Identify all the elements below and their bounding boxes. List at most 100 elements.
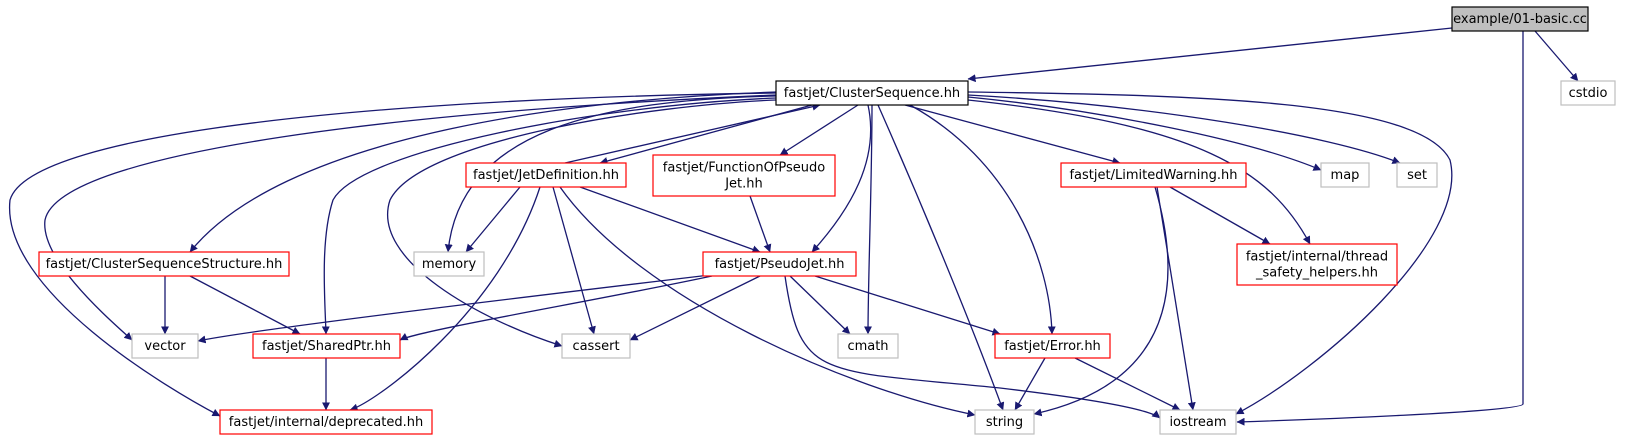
node-label: example/01-basic.cc <box>1453 12 1587 27</box>
edge-cs-to-thread <box>967 99 1311 245</box>
node-vector: vector <box>131 333 199 359</box>
node-label: memory <box>422 257 477 272</box>
edge-cs-to-pj <box>811 104 872 253</box>
edge-cs-to-funcpj <box>779 104 859 156</box>
edge-error-to-iostream <box>1074 357 1181 411</box>
edge-cs-to-set <box>967 94 1401 164</box>
node-root[interactable]: example/01-basic.cc <box>1451 6 1589 32</box>
node-box <box>994 333 1111 359</box>
edge-limwarn-to-iostream <box>1156 186 1196 411</box>
node-label: set <box>1407 168 1427 183</box>
edge-cs-to-map <box>967 96 1322 171</box>
node-box <box>775 80 969 106</box>
node-thread[interactable]: fastjet/internal/thread_safety_helpers.h… <box>1236 243 1398 286</box>
edge-pj-to-cassert <box>629 275 761 341</box>
node-set: set <box>1396 162 1438 188</box>
node-label: _safety_helpers.hh <box>1255 266 1378 281</box>
node-sptr[interactable]: fastjet/SharedPtr.hh <box>252 333 401 359</box>
edge-error-to-string <box>1014 357 1046 411</box>
node-label: vector <box>144 339 186 354</box>
node-iostream: iostream <box>1159 409 1237 435</box>
edge-pj-to-sptr <box>399 275 713 341</box>
node-label: fastjet/Error.hh <box>1004 339 1101 354</box>
node-box <box>1451 6 1589 32</box>
node-box <box>38 251 290 277</box>
node-box <box>1060 162 1247 188</box>
node-label: cstdio <box>1569 86 1608 101</box>
edge-cs-to-cmath <box>864 104 873 335</box>
node-box <box>702 251 857 277</box>
node-box <box>974 409 1035 435</box>
node-box <box>252 333 401 359</box>
node-box <box>465 162 627 188</box>
node-label: cmath <box>847 339 888 354</box>
node-pj[interactable]: fastjet/PseudoJet.hh <box>702 251 857 277</box>
node-cs[interactable]: fastjet/ClusterSequence.hh <box>775 80 969 106</box>
node-box <box>413 251 485 277</box>
edge-jetdef-to-cassert <box>552 186 596 335</box>
edge-root-to-iostream <box>1236 31 1524 426</box>
nodes-layer: example/01-basic.cc fastjet/ClusterSequen… <box>38 6 1616 435</box>
edge-root-to-cstdio <box>1534 30 1579 82</box>
edge-pj-to-vector <box>197 274 711 344</box>
edges-layer <box>9 27 1579 426</box>
node-box <box>1320 162 1370 188</box>
node-box <box>1236 243 1398 286</box>
node-label: fastjet/internal/deprecated.hh <box>229 415 423 430</box>
edge-cs-to-vector <box>44 94 777 341</box>
node-label: fastjet/ClusterSequenceStructure.hh <box>46 257 283 272</box>
node-box <box>219 409 433 435</box>
node-map: map <box>1320 162 1370 188</box>
edge-limwarn-to-thread <box>1169 186 1271 245</box>
edge-funcpj-to-pj <box>749 195 772 253</box>
node-memory: memory <box>413 251 485 277</box>
edge-jetdef-to-pj <box>579 186 761 254</box>
edge-cs-to-string <box>877 104 1005 411</box>
edge-cs-to-error <box>909 104 1056 335</box>
edge-cs-to-css <box>189 91 777 253</box>
node-depr[interactable]: fastjet/internal/deprecated.hh <box>219 409 433 435</box>
node-limwarn[interactable]: fastjet/LimitedWarning.hh <box>1060 162 1247 188</box>
node-label: map <box>1331 168 1360 183</box>
edge-css-to-sptr <box>189 275 301 335</box>
node-label: cassert <box>572 339 619 354</box>
edge-jetdef-to-depr <box>349 186 541 412</box>
node-label: iostream <box>1169 415 1226 430</box>
node-box <box>1560 80 1616 106</box>
node-label: string <box>986 415 1023 430</box>
node-label: Jet.hh <box>724 177 763 192</box>
edge-jetdef-to-memory <box>465 186 521 253</box>
node-box <box>561 333 631 359</box>
node-error[interactable]: fastjet/Error.hh <box>994 333 1111 359</box>
edge-cs-to-depr <box>9 92 777 417</box>
node-label: fastjet/ClusterSequence.hh <box>784 86 960 101</box>
edge-cs-to-sptr <box>321 97 777 335</box>
node-cassert: cassert <box>561 333 631 359</box>
edge-pj-to-error <box>814 275 1001 336</box>
node-label: fastjet/PseudoJet.hh <box>715 257 845 272</box>
node-jetdef[interactable]: fastjet/JetDefinition.hh <box>465 162 627 188</box>
node-cmath: cmath <box>837 333 899 359</box>
node-label: fastjet/JetDefinition.hh <box>473 168 619 183</box>
edge-cs-to-memory <box>444 95 777 253</box>
edge-cs-to-limwarn <box>904 104 1121 165</box>
node-label: fastjet/internal/thread <box>1246 250 1388 265</box>
node-label: fastjet/SharedPtr.hh <box>262 339 391 354</box>
node-box <box>1159 409 1237 435</box>
node-box <box>1396 162 1438 188</box>
node-box <box>131 333 199 359</box>
node-css[interactable]: fastjet/ClusterSequenceStructure.hh <box>38 251 290 277</box>
node-box <box>652 154 836 197</box>
node-box <box>837 333 899 359</box>
edge-jetdef-to-cs <box>564 102 821 164</box>
node-string: string <box>974 409 1035 435</box>
edge-cs-to-iostream <box>967 91 1453 415</box>
node-label: fastjet/LimitedWarning.hh <box>1069 168 1237 183</box>
edge-jetdef-to-string <box>559 186 976 418</box>
edge-pj-to-cmath <box>789 275 851 335</box>
edge-pj-to-iostream <box>784 275 1161 419</box>
node-label: fastjet/FunctionOfPseudo <box>663 161 825 176</box>
edge-root-to-cs <box>967 27 1453 83</box>
